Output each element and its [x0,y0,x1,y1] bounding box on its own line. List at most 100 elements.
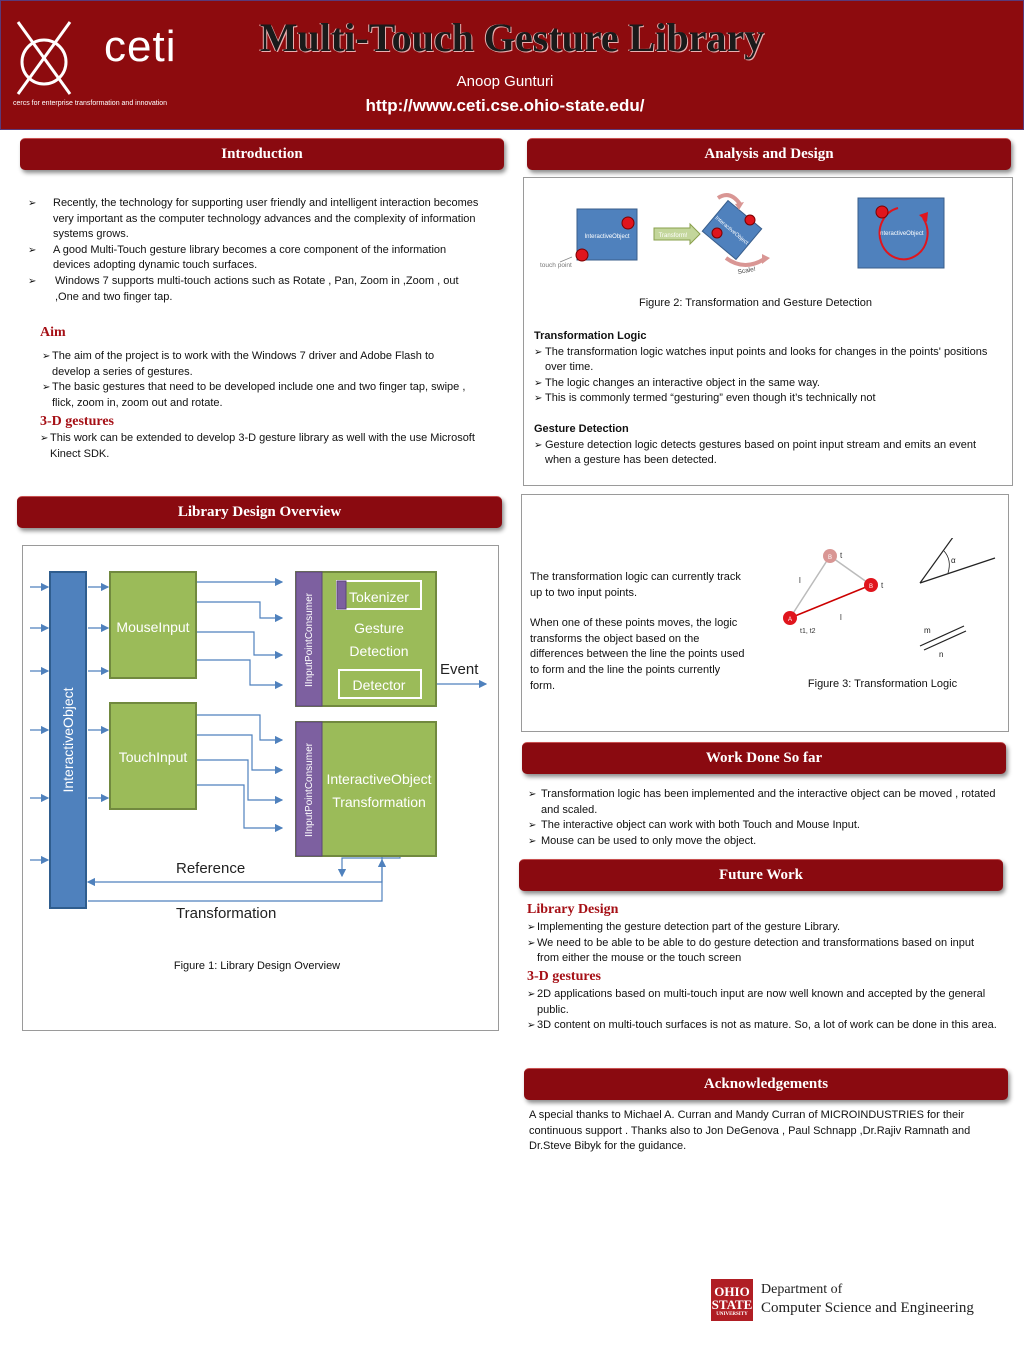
transformation-bullet-3: This is commonly termed “gesturing” even… [534,391,999,407]
transformation-logic-section: Transformation Logic The transformation … [534,329,999,407]
detector-label: Detector [353,677,406,693]
ceti-logo-word: ceti [104,22,177,71]
m-label: m [924,626,931,635]
transformation-label: Transformation [176,905,276,922]
transform-arrow-icon [653,222,701,246]
figure3-caption: Figure 3: Transformation Logic [807,678,958,690]
acknowledgements-heading: Acknowledgements [524,1068,1008,1100]
transformation-box-label-2: Transformation [332,794,426,810]
intro-bullet-2: A good Multi-Touch gesture library becom… [28,243,480,274]
work-done-bullet-3: Mouse can be used to only move the objec… [528,834,998,850]
point-b-previous-icon [823,549,837,563]
library-design-diagram: InteractiveObject MouseInput TouchInput … [30,571,488,922]
angle-line-2 [919,538,954,584]
work-done-bullets: Transformation logic has been implemente… [528,787,998,849]
aim-bullet-1: The aim of the project is to work with t… [42,349,472,380]
future-library-heading: Library Design [527,902,619,917]
mouse-input-label: MouseInput [116,619,189,635]
mouse-input-box [109,571,197,679]
l2-label: l [840,613,842,622]
aim-heading: Aim [40,325,66,340]
work-done-heading: Work Done So far [522,742,1006,774]
gesture-detection-bullet-1: Gesture detection logic detects gestures… [534,438,999,469]
detector-box [338,669,422,699]
rotate-arrow-icon [716,193,742,206]
gesture-detection-label-2: Detection [349,643,408,659]
reference-label: Reference [176,860,245,877]
consumer-bar-1 [295,571,323,707]
touch-point-icon [575,248,589,262]
scale-arrow-icon [724,256,768,267]
future-3d-heading: 3-D gestures [527,969,602,984]
transformation-box-label-1: InteractiveObject [326,771,431,787]
intro-bullet-1: Recently, the technology for supporting … [28,196,480,243]
acknowledgements-text: A special thanks to Michael A. Curran an… [529,1109,971,1153]
ceti-logo-icon [16,21,72,95]
figure2-caption: Figure 2: Transformation and Gesture Det… [639,297,872,309]
gestures3d-bullets-intro: This work can be extended to develop 3-D… [40,431,480,462]
consumer-bar-2-label: IInputPointConsumer [304,742,315,837]
line-n [923,630,967,651]
gesture-circle-icon [878,207,929,261]
future-library-bullet-2: We need to be able to be able to do gest… [527,936,997,967]
project-url[interactable]: http://www.ceti.cse.ohio-state.edu/ [365,96,645,115]
gesture-detection-section: Gesture Detection Gesture detection logi… [534,422,999,469]
point-b-label: B [869,584,873,590]
l1-label: l [799,576,801,585]
angle-line-1 [919,557,996,584]
consumer-bar-1-label: IInputPointConsumer [304,592,315,687]
transformation-bullet-2: The logic changes an interactive object … [534,376,999,392]
gestures3d-heading-intro: 3-D gestures [40,414,115,429]
figure2-right-object-label: InteractiveObject [878,231,923,237]
future-3d-bullet-2: 3D content on multi-touch surfaces is no… [527,1018,997,1034]
interactive-object-bar [49,571,87,909]
department-line-2: Computer Science and Engineering [761,1300,974,1316]
line-m [919,625,965,647]
logic-paragraph-1: The transformation logic can currently t… [530,571,741,599]
alpha-label: α [951,556,956,565]
library-heading: Library Design Overview [17,496,502,528]
svg-text:B: B [828,555,832,561]
ceti-tagline: cercs for enterprise transformation and … [13,100,168,107]
ohio-state-word: OHIO STATE [711,1284,753,1312]
touch-point-icon [744,214,756,226]
transformation-logic-figure: B B A t t l l t1, t2 α m n [783,538,996,659]
university-word: UNIVERSITY [716,1312,748,1317]
author-name: Anoop Gunturi [456,73,554,90]
logic-panel [521,494,1009,732]
work-done-bullet-2: The interactive object can work with bot… [528,818,998,834]
gestures3d-bullet-intro-1: This work can be extended to develop 3-D… [40,431,480,462]
future-library-bullets: Implementing the gesture detection part … [527,920,997,967]
future-3d-bullet-1: 2D applications based on multi-touch inp… [527,987,997,1018]
work-done-bullet-1: Transformation logic has been implemente… [528,787,998,818]
tokenizer-label: Tokenizer [349,589,409,605]
gesture-object-box [857,197,945,269]
poster-title: Multi-Touch Gesture Library [259,15,765,60]
point-b-icon [864,578,878,592]
touch-input-box [109,702,197,810]
t2-label: t [881,581,884,590]
analysis-heading: Analysis and Design [527,138,1011,170]
logic-paragraph-2: When one of these points moves, the logi… [530,617,745,692]
ohio-state-logo: OHIO STATE UNIVERSITY [711,1279,753,1321]
logic-text: The transformation logic can currently t… [530,570,748,694]
t1t2-label: t1, t2 [800,628,816,635]
event-label: Event [440,661,479,678]
transformation-figure: InteractiveObject touch point Transform!… [540,193,945,276]
future-work-heading: Future Work [519,859,1003,891]
n-label: n [939,650,943,659]
figure2-object-label: InteractiveObject [584,234,629,240]
t1-label: t [840,551,843,560]
touch-point-icon [621,216,635,230]
rotated-object: InteractiveObject [701,199,763,261]
interactive-object-bar-label: InteractiveObject [60,687,76,792]
touch-point-icon [711,227,723,239]
touch-point-icon [875,205,889,219]
introduction-heading: Introduction [20,138,504,170]
future-3d-bullets: 2D applications based on multi-touch inp… [527,987,997,1034]
touch-input-label: TouchInput [119,749,188,765]
intro-bullet-3: Windows 7 supports multi-touch actions s… [28,274,480,305]
point-a-label: A [788,617,792,623]
gesture-detection-heading: Gesture Detection [534,423,629,435]
consumer-bar-2 [295,721,323,857]
